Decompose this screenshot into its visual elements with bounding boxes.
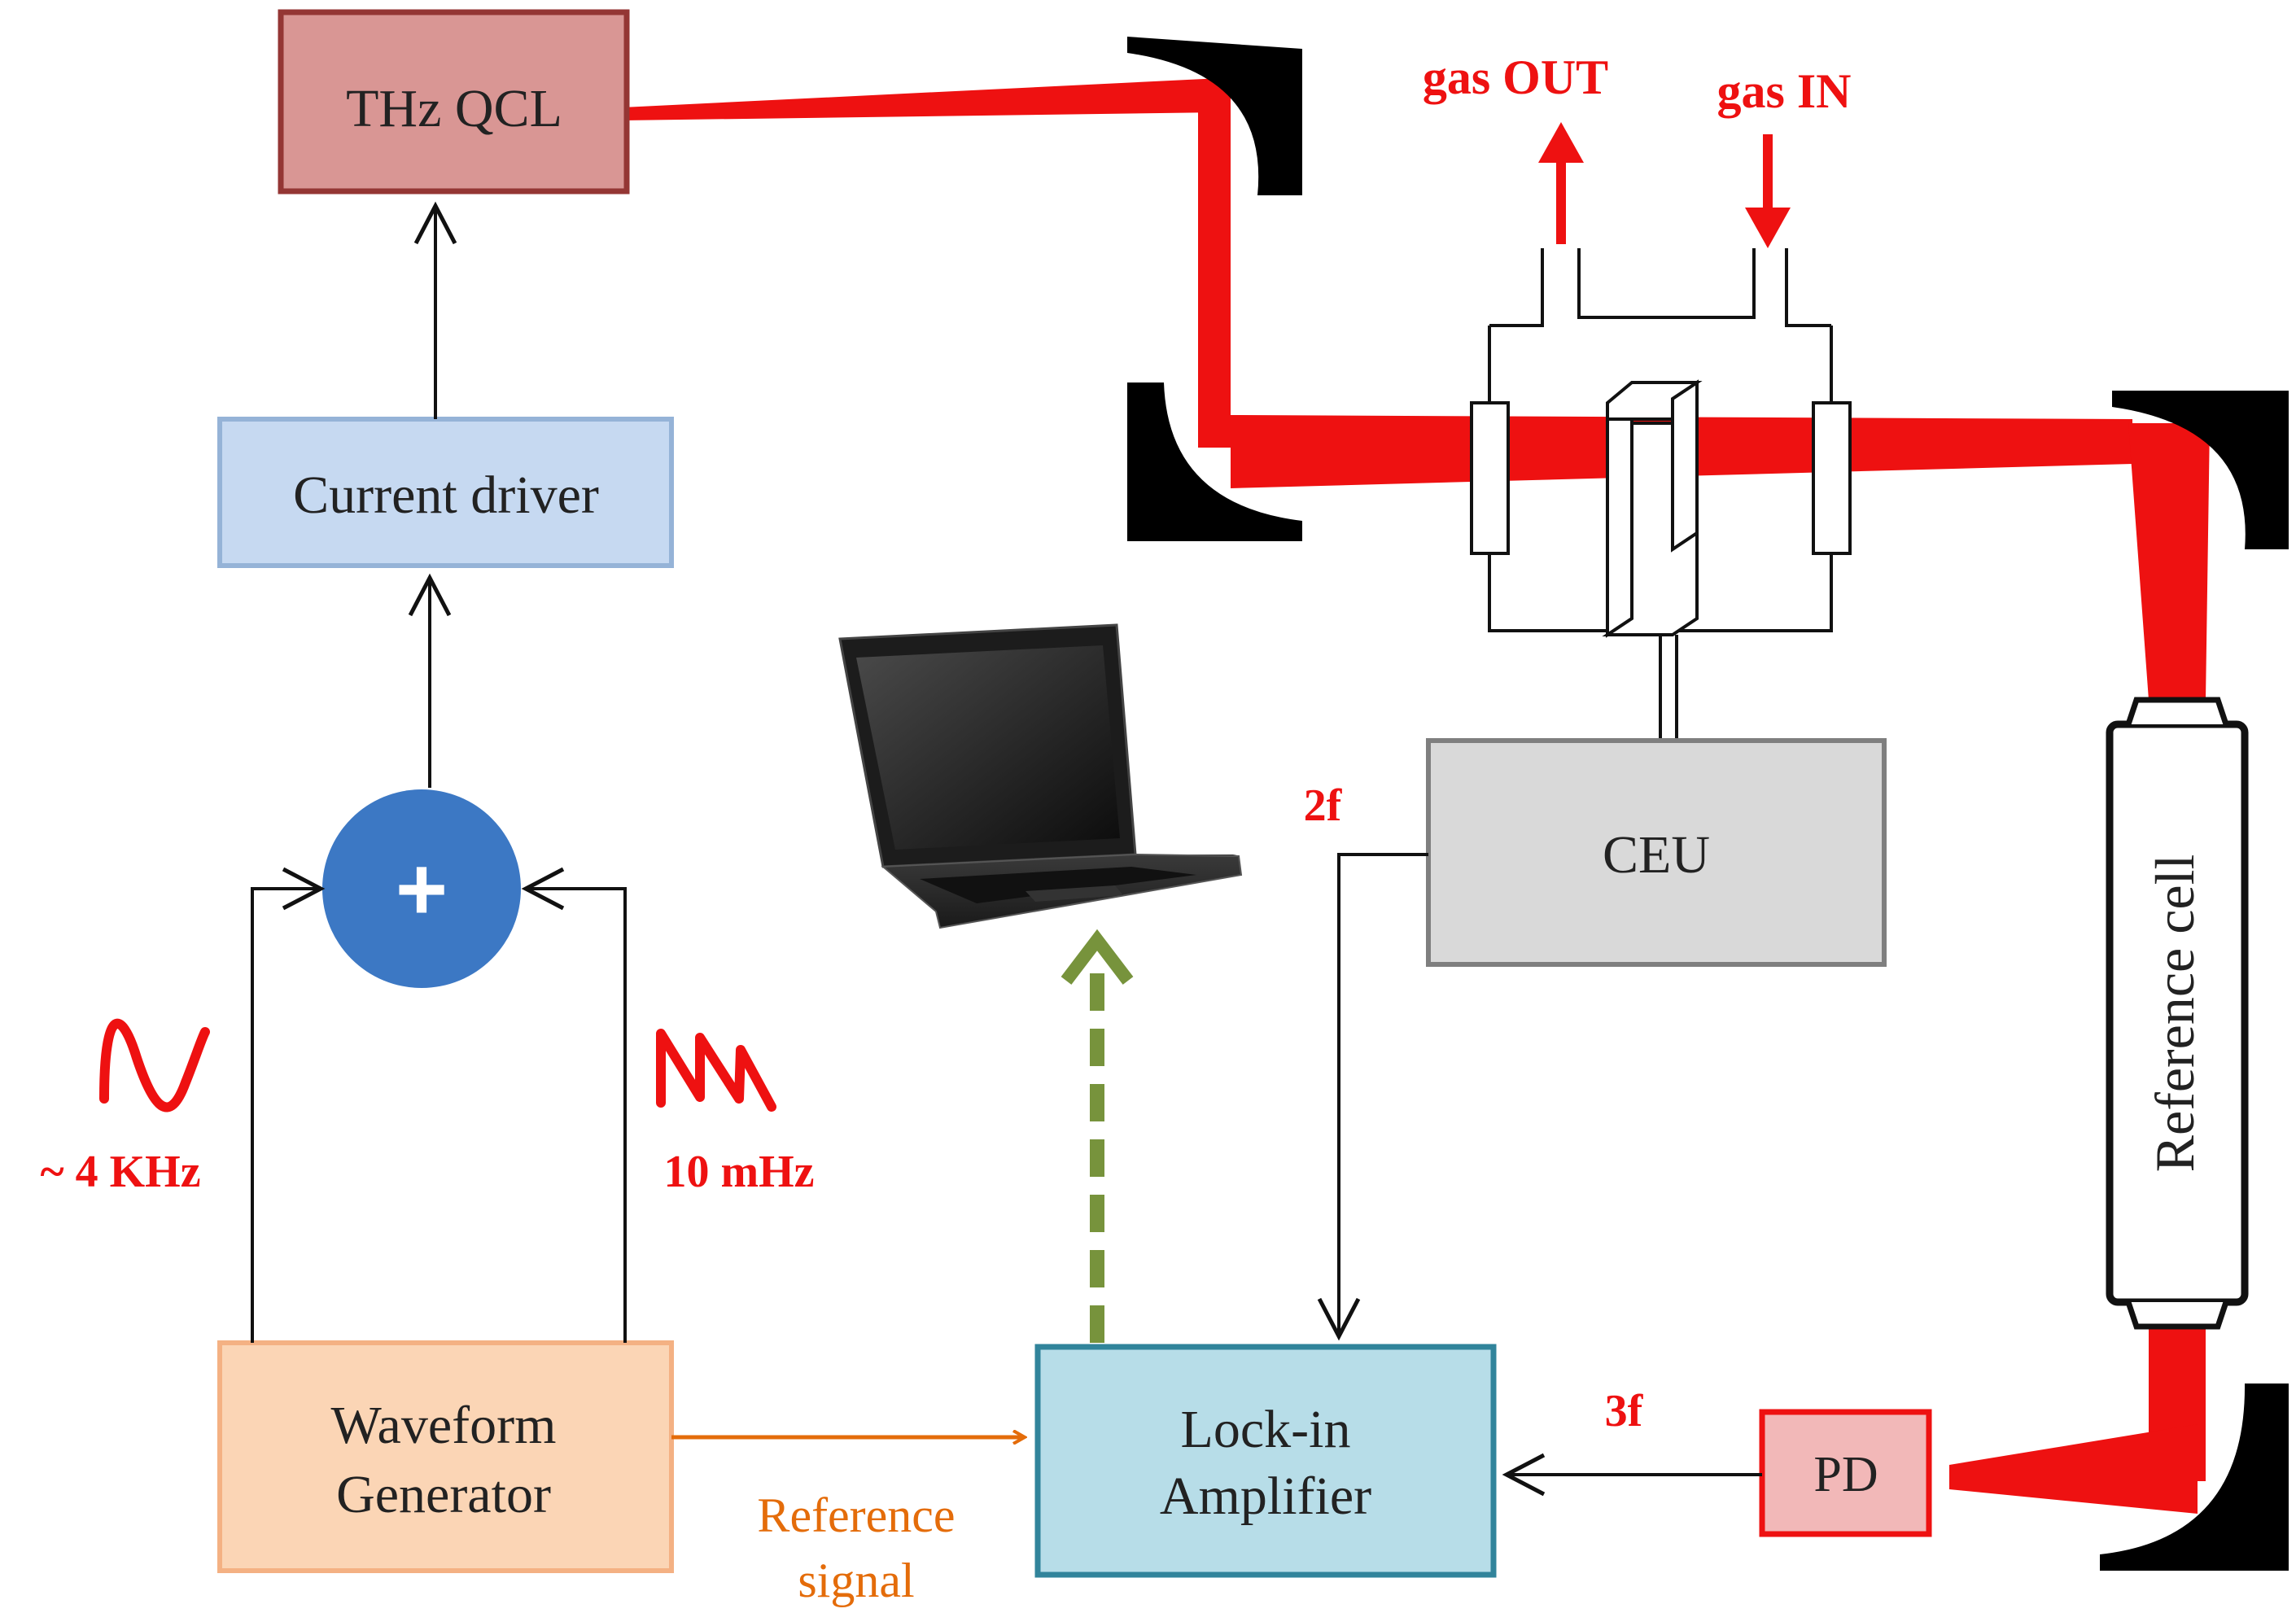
data-to-laptop-arrow xyxy=(1061,929,1134,1343)
lock-in-label-line2: Amplifier xyxy=(1160,1467,1371,1526)
current-driver-box: Current driver xyxy=(217,417,674,568)
thz-qcl-label: THz QCL xyxy=(346,79,562,138)
sawtooth-wave-icon xyxy=(656,1029,776,1112)
photodetector-box: PD xyxy=(1759,1409,1932,1537)
ceu-label: CEU xyxy=(1603,825,1710,885)
sine-frequency-label: ~ 4 KHz xyxy=(40,1147,200,1197)
lock-in-amplifier-box: Lock-in Amplifier xyxy=(1034,1344,1497,1578)
summer-node: + xyxy=(322,789,521,988)
gas-out-arrow xyxy=(1538,122,1584,244)
parabolic-mirror-icon xyxy=(1127,382,1302,541)
waveform-generator-label-line2: Generator xyxy=(336,1465,551,1524)
parabolic-mirror-icon xyxy=(2112,391,2289,549)
gas-in-arrow xyxy=(1745,134,1791,248)
gas-out-label: gas OUT xyxy=(1423,50,1608,104)
current-driver-label: Current driver xyxy=(293,466,599,525)
pd-label: PD xyxy=(1813,1447,1878,1502)
quartz-tuning-fork xyxy=(1602,379,1703,741)
reference-signal-label-line1: Reference xyxy=(757,1488,955,1542)
ceu-box: CEU xyxy=(1426,738,1887,967)
harmonic-3f-label: 3f xyxy=(1605,1386,1644,1436)
gas-in-label: gas IN xyxy=(1717,64,1851,118)
reference-cell: Reference cell xyxy=(2106,697,2249,1330)
parabolic-mirror-icon xyxy=(2100,1384,2289,1571)
thz-laser-beam xyxy=(623,78,2210,1514)
line-wavegen-sine-to-summer xyxy=(251,867,326,1343)
line-wavegen-ramp-to-summer xyxy=(521,867,627,1343)
reference-signal-label-line2: signal xyxy=(798,1554,914,1607)
thz-qcl-box: THz QCL xyxy=(278,9,630,195)
summer-plus-icon: + xyxy=(396,839,448,939)
connectors xyxy=(251,201,1762,1497)
ramp-frequency-label: 10 mHz xyxy=(663,1147,814,1197)
gas-cell xyxy=(1470,248,1852,632)
waveform-generator-label-line1: Waveform xyxy=(331,1396,557,1455)
lock-in-label-line1: Lock-in xyxy=(1181,1400,1351,1459)
sine-wave-icon xyxy=(99,1018,210,1112)
parabolic-mirror-icon xyxy=(1127,37,1302,195)
line-ceu-2f-to-lockin xyxy=(1317,853,1428,1341)
reference-cell-label: Reference cell xyxy=(2144,855,2206,1173)
laptop-icon xyxy=(838,623,1243,929)
harmonic-2f-label: 2f xyxy=(1304,780,1343,831)
waveform-generator-box: Waveform Generator xyxy=(217,1340,674,1573)
